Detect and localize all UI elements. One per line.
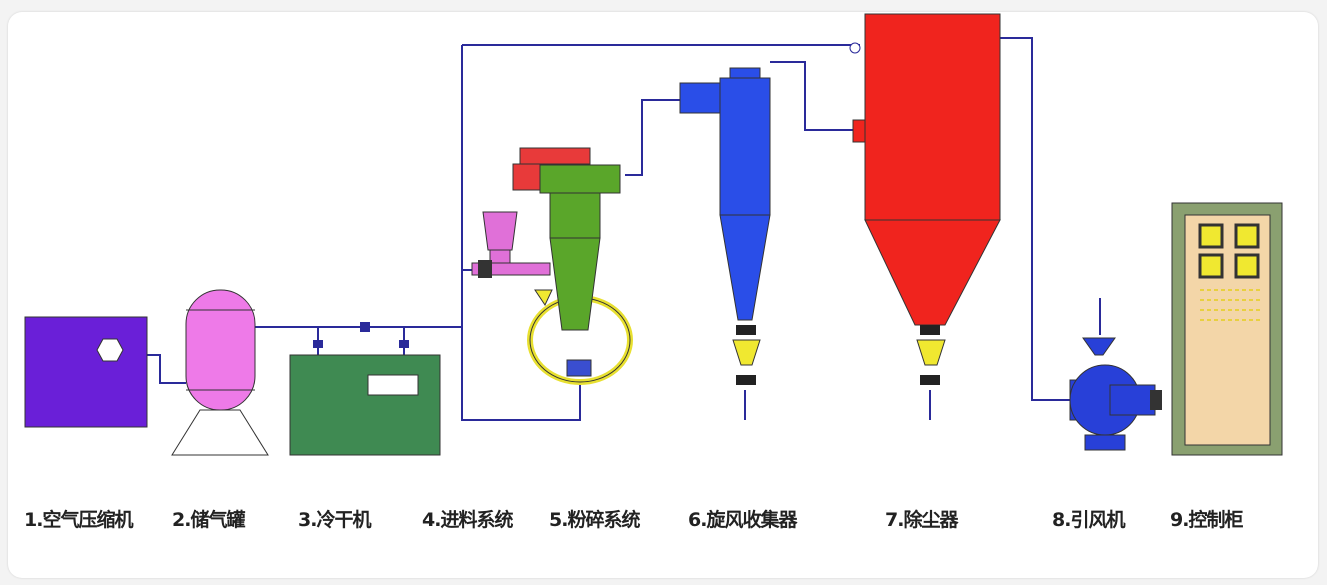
label-air-compressor: 1.空气压缩机 [24,509,133,531]
label-feeding-system: 4.进料系统 [422,509,513,531]
label-grinding-system: 5.粉碎系统 [549,509,640,531]
label-control-cabinet: 9.控制柜 [1170,509,1243,531]
label-induced-draft-fan: 8.引风机 [1052,509,1125,531]
control-cabinet [1171,202,1283,456]
label-cold-dryer: 3.冷干机 [298,509,371,531]
cyclone-collector [679,67,771,385]
label-cyclone-collector: 6.旋风收集器 [688,509,797,531]
label-dust-collector: 7.除尘器 [885,509,958,531]
grinding-system [512,147,633,385]
feeding-system [471,211,553,307]
cold-dryer [289,322,441,456]
air-compressor [24,316,148,428]
label-air-tank: 2.储气罐 [172,509,245,531]
air-tank [171,289,269,456]
dust-collector [849,13,1001,385]
pipes [147,37,1101,421]
induced-draft-fan [1069,337,1162,451]
